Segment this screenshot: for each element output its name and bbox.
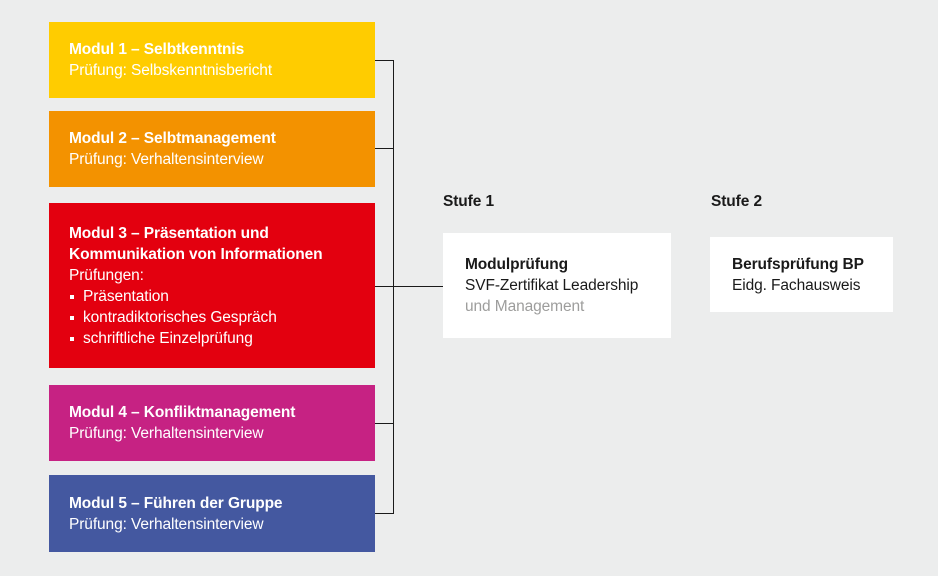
module-2-subtitle: Prüfung: Verhaltensinterview [69,151,264,168]
stufe-2-heading: Stufe 2 [711,193,762,210]
connector-bus-to-stufe-1 [393,286,443,287]
list-item: Präsentation [69,286,355,307]
module-1-title: Modul 1 – Selbtkenntnis [69,41,245,58]
module-5-title: Modul 5 – Führen der Gruppe [69,494,283,512]
module-3-title-line-1: Modul 3 – Präsentation und [69,224,269,242]
connector-module-2 [375,148,394,149]
connector-module-1 [375,60,394,61]
module-box-5: Modul 5 – Führen der Gruppe Prüfung: Ver… [49,475,375,552]
stufe-1-subtitle-line-1: SVF-Zertifikat Leadership [465,277,639,294]
list-item: schriftliche Einzelprüfung [69,328,355,349]
result-box-stufe-2: Berufsprüfung BP Eidg. Fachausweis [710,237,893,312]
module-box-4: Modul 4 – Konfliktmanagement Prüfung: Ve… [49,385,375,461]
list-item: kontradiktorisches Gespräch [69,307,355,328]
stufe-2-title: Berufsprüfung BP [732,255,864,273]
module-box-2: Modul 2 – Selbtmanagement Prüfung: Verha… [49,111,375,187]
module-2-title: Modul 2 – Selbtmanagement [69,130,276,147]
connector-module-4 [375,423,394,424]
stufe-1-title: Modulprüfung [465,256,568,273]
module-1-subtitle: Prüfung: Selbskenntnisbericht [69,62,273,79]
result-box-stufe-1: Modulprüfung SVF-Zertifikat Leadership u… [443,233,671,338]
module-3-exam-list: Präsentation kontradiktorisches Gespräch… [69,286,355,349]
module-box-3: Modul 3 – Präsentation und Kommunikation… [49,203,375,368]
module-box-1: Modul 1 – Selbtkenntnis Prüfung: Selbske… [49,22,375,98]
module-4-title: Modul 4 – Konfliktmanagement [69,404,296,421]
module-4-subtitle: Prüfung: Verhaltensinterview [69,425,264,442]
connector-module-3 [375,286,394,287]
module-3-subtitle: Prüfungen: [69,266,144,284]
connector-vertical-bus [393,60,394,514]
stufe-1-subtitle-line-2: und Management [465,298,585,315]
connector-module-5 [375,513,394,514]
stufe-1-heading: Stufe 1 [443,193,494,210]
stufe-2-subtitle-line-1: Eidg. Fachausweis [732,276,861,294]
module-3-title-line-2: Kommunikation von Informationen [69,245,323,263]
module-5-subtitle: Prüfung: Verhaltensinterview [69,515,264,533]
